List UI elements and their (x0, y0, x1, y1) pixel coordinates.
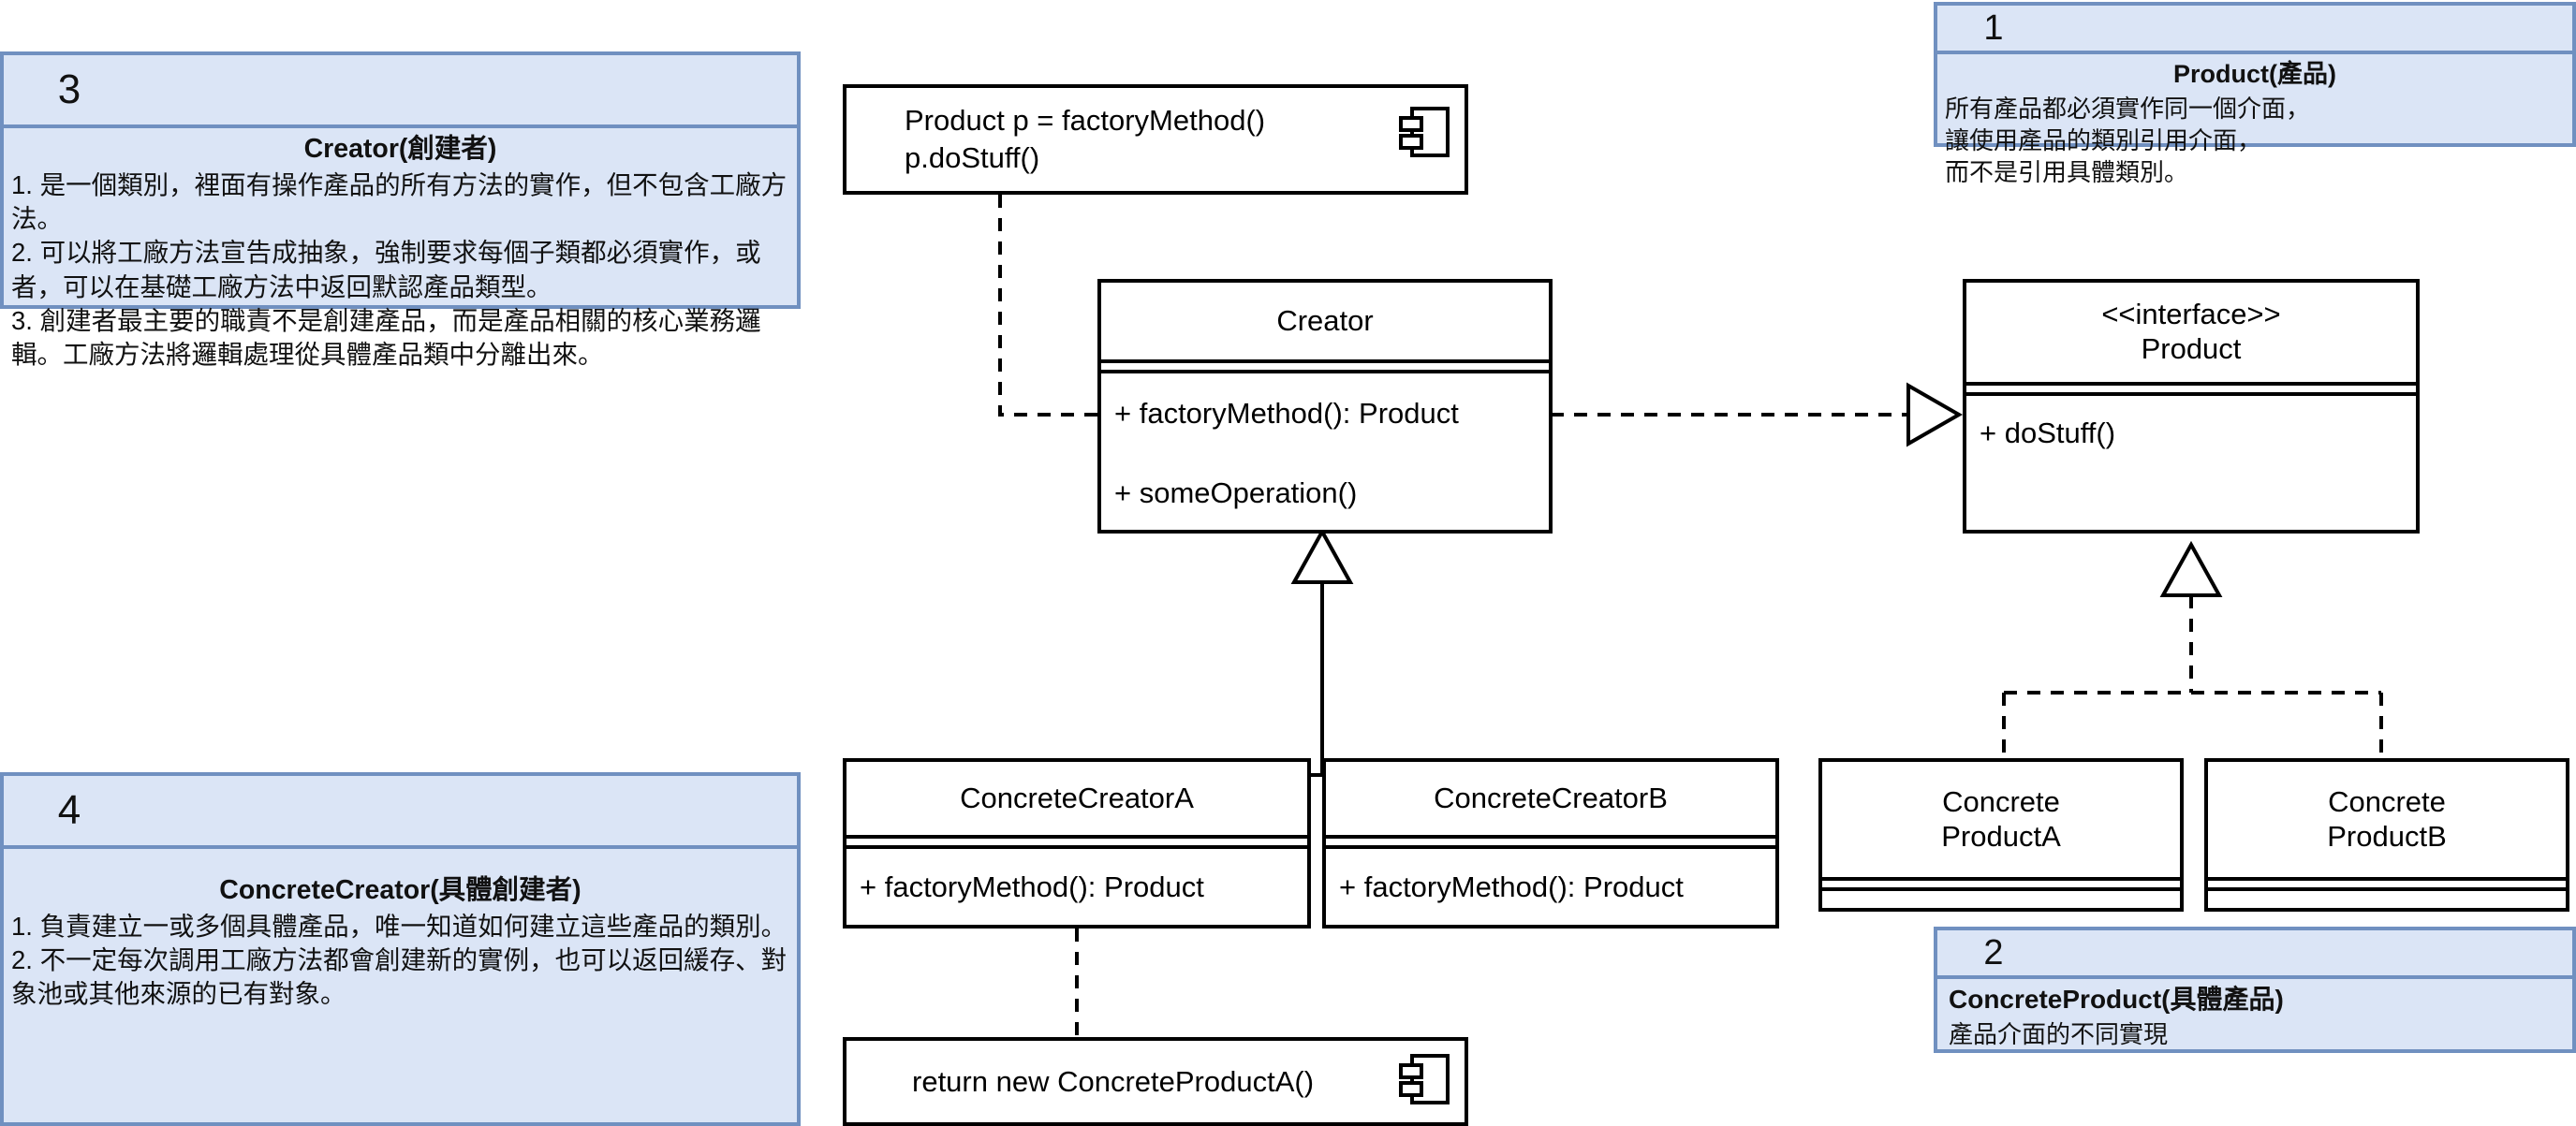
panel-4-line-2: 2. 不一定每次調用工廠方法都會創建新的實例，也可以返回緩存、對象池或其他來源的… (11, 944, 788, 1009)
class-concreteproductb: Concrete ProductB (2204, 758, 2569, 912)
panel-4-tab: 4 (4, 776, 797, 849)
class-product-separator-1 (1966, 382, 2416, 386)
class-concretecreatora-method-1: + factoryMethod(): Product (860, 870, 1204, 903)
class-concreteproductb-separator-1 (2208, 877, 2566, 881)
panel-4-line-1: 1. 負責建立一或多個具體產品，唯一知道如何建立這些產品的類別。 (11, 911, 788, 941)
class-product-separator-2 (1966, 392, 2416, 396)
class-concretecreatorb-title: ConcreteCreatorB (1434, 781, 1668, 814)
panel-2-title: ConcreteProduct(具體產品) (1949, 985, 2284, 1014)
class-creator-separator-2 (1101, 370, 1549, 373)
class-concreteproducta-name-line-2: ProductA (1941, 819, 2061, 853)
note-top-text: Product p = factoryMethod()p.doStuff() (858, 102, 1265, 176)
note-bottom-text: return new ConcreteProductA() (912, 1064, 1315, 1098)
panel-3-line-2: 2. 可以將工廠方法宣告成抽象，強制要求每個子類都必須實作，或者，可以在基礎工廠… (11, 238, 761, 301)
class-concreteproductb-name-line-1: Concrete (2328, 784, 2446, 818)
class-concretecreatora-attributes-compartment (846, 839, 1307, 845)
annotation-panel-1: 1 Product(產品) 所有產品都必須實作同一個介面， 讓使用產品的類別引用… (1934, 2, 2576, 186)
note-top-line-2: p.doStuff() (905, 141, 1040, 174)
panel-1-line-3: 而不是引用具體類別。 (1945, 158, 2189, 187)
panel-3-body: Creator(創建者) 1. 是一個類別，裡面有操作產品的所有方法的實作，但不… (4, 128, 797, 377)
class-concreteproducta: Concrete ProductA (1818, 758, 2184, 912)
class-concretecreatora-separator-2 (846, 845, 1307, 849)
panel-2-body: ConcreteProduct(具體產品) 產品介面的不同實現 (1937, 979, 2572, 1056)
uml-component-icon (1399, 1054, 1450, 1104)
panel-4-body: ConcreteCreator(具體創建者) 1. 負責建立一或多個具體產品，唯… (4, 849, 797, 1017)
class-concretecreatora: ConcreteCreatorA + factoryMethod(): Prod… (843, 758, 1311, 929)
class-concreteproducta-name-line-1: Concrete (1942, 784, 2060, 818)
class-creator-methods: + factoryMethod(): Product + someOperati… (1101, 373, 1549, 534)
class-concreteproducta-methods-compartment (1822, 891, 2180, 906)
class-creator-attributes-compartment (1101, 363, 1549, 370)
class-creator-method-1: + factoryMethod(): Product (1114, 396, 1459, 430)
note-bottom-code: return new ConcreteProductA() (843, 1037, 1468, 1126)
panel-1-tab: 1 (1937, 6, 2572, 54)
panel-1-line-2: 讓使用產品的類別引用介面， (1945, 125, 2262, 154)
annotation-panel-4: 4 ConcreteCreator(具體創建者) 1. 負責建立一或多個具體產品… (0, 772, 801, 1126)
annotation-panel-2: 2 ConcreteProduct(具體產品) 產品介面的不同實現 (1934, 927, 2576, 1053)
panel-1-line-1: 所有產品都必須實作同一個介面， (1945, 94, 2311, 123)
class-concreteproducta-title: Concrete ProductA (1822, 762, 2180, 877)
class-concreteproductb-name-line-2: ProductB (2327, 819, 2447, 853)
class-concretecreatorb-methods: + factoryMethod(): Product (1326, 849, 1775, 925)
class-concreteproductb-separator-2 (2208, 887, 2566, 891)
panel-2-number: 2 (1983, 933, 2004, 972)
class-concretecreatora-title: ConcreteCreatorA (960, 781, 1194, 814)
product-realization (2002, 540, 2383, 775)
class-concreteproductb-title: Concrete ProductB (2208, 762, 2566, 877)
class-creator-separator-1 (1101, 359, 1549, 363)
panel-4-number: 4 (57, 787, 81, 833)
class-product-title-block: <<interface>> Product (1966, 283, 2416, 382)
creator-to-product-dependency (1551, 382, 1964, 447)
panel-1-body: Product(產品) 所有產品都必須實作同一個介面， 讓使用產品的類別引用介面… (1937, 54, 2572, 195)
class-product-method-1: + doStuff() (1980, 417, 2116, 449)
panel-2-line-1: 產品介面的不同實現 (1949, 1019, 2169, 1048)
class-creator-title: Creator (1276, 303, 1374, 337)
class-concreteproducta-separator-1 (1822, 877, 2180, 881)
class-concretecreatorb-method-1: + factoryMethod(): Product (1339, 870, 1684, 903)
class-product-attributes-compartment (1966, 386, 2416, 392)
class-creator: Creator + factoryMethod(): Product + som… (1097, 279, 1553, 534)
class-concretecreatorb-separator-1 (1326, 835, 1775, 839)
panel-3-title: Creator(創建者) (303, 134, 497, 164)
class-product-interface: <<interface>> Product + doStuff() (1963, 279, 2420, 534)
class-concreteproducta-separator-2 (1822, 887, 2180, 891)
class-creator-method-2: + someOperation() (1114, 476, 1358, 510)
note-to-creator-connector (998, 195, 1099, 417)
class-concretecreatorb-attributes-compartment (1326, 839, 1775, 845)
class-product-name: Product (2141, 332, 2242, 365)
note-top-code: Product p = factoryMethod()p.doStuff() (843, 84, 1468, 195)
class-concretecreatorb-separator-2 (1326, 845, 1775, 849)
class-concretecreatora-separator-1 (846, 835, 1307, 839)
note-top-line-1: Product p = factoryMethod() (905, 104, 1266, 138)
class-concretecreatora-methods: + factoryMethod(): Product (846, 849, 1307, 925)
panel-3-tab: 3 (4, 55, 797, 128)
panel-4-title: ConcreteCreator(具體創建者) (219, 875, 581, 905)
panel-1-title: Product(產品) (2173, 60, 2336, 88)
class-concreteproductb-attributes-compartment (2208, 881, 2566, 887)
panel-3-line-3: 3. 創建者最主要的職責不是創建產品，而是產品相關的核心業務邏輯。工廠方法將邏輯… (11, 305, 761, 370)
class-product-methods: + doStuff() (1966, 396, 2416, 534)
panel-3-number: 3 (57, 66, 81, 112)
panel-2-tab: 2 (1937, 930, 2572, 979)
class-product-stereotype: <<interface>> (2101, 298, 2281, 331)
panel-1-number: 1 (1983, 8, 2004, 48)
annotation-panel-3: 3 Creator(創建者) 1. 是一個類別，裡面有操作產品的所有方法的實作，… (0, 51, 801, 369)
class-concreteproductb-methods-compartment (2208, 891, 2566, 906)
uml-component-icon (1399, 107, 1450, 157)
class-concreteproducta-attributes-compartment (1822, 881, 2180, 887)
panel-3-line-1: 1. 是一個類別，裡面有操作產品的所有方法的實作，但不包含工廠方法。 (11, 169, 788, 233)
class-concretecreatorb: ConcreteCreatorB + factoryMethod(): Prod… (1322, 758, 1779, 929)
